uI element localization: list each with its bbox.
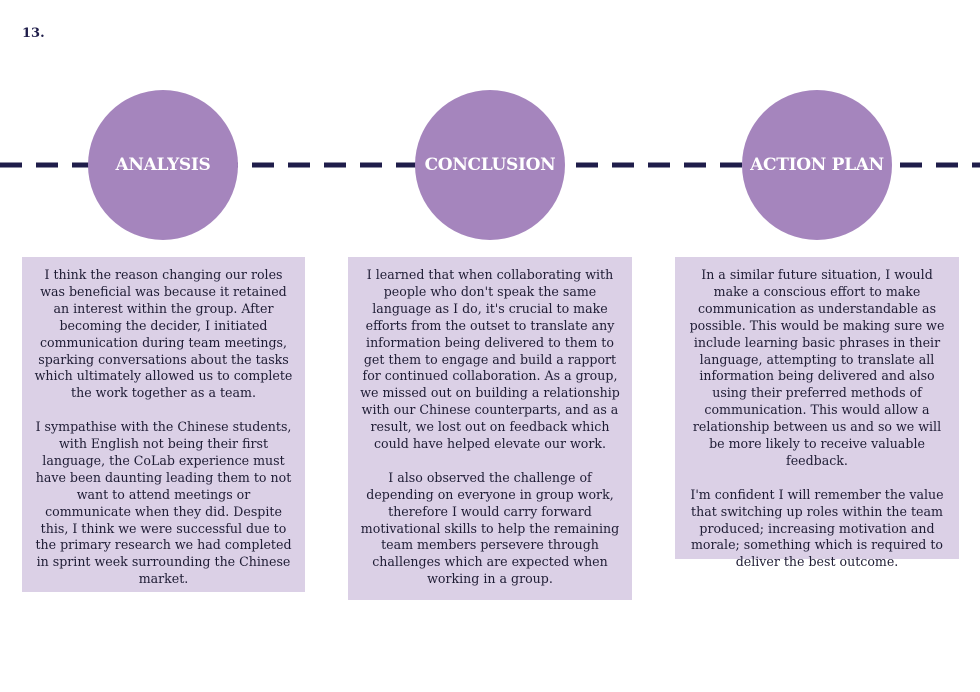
action-plan-circle: ACTION PLAN bbox=[742, 90, 892, 240]
analysis-paragraph-1: I think the reason changing our roles wa… bbox=[34, 267, 293, 401]
conclusion-paragraph-1: I learned that when collaborating with p… bbox=[360, 267, 620, 452]
page-number: 13. bbox=[22, 26, 45, 41]
conclusion-circle: CONCLUSION bbox=[415, 90, 565, 240]
conclusion-heading: CONCLUSION bbox=[424, 155, 556, 175]
conclusion-paragraph-2: I also observed the challenge of dependi… bbox=[360, 469, 620, 587]
action-plan-paragraph-1: In a similar future situation, I would m… bbox=[689, 267, 945, 468]
analysis-heading: ANALYSIS bbox=[115, 155, 211, 175]
analysis-panel: I think the reason changing our roles wa… bbox=[22, 257, 305, 592]
analysis-circle: ANALYSIS bbox=[88, 90, 238, 240]
action-plan-heading: ACTION PLAN bbox=[750, 155, 884, 175]
analysis-paragraph-2: I sympathise with the Chinese students, … bbox=[35, 419, 292, 587]
action-plan-paragraph-2: I'm confident I will remember the value … bbox=[690, 486, 944, 570]
conclusion-panel: I learned that when collaborating with p… bbox=[348, 257, 632, 600]
action-plan-panel: In a similar future situation, I would m… bbox=[675, 257, 959, 569]
